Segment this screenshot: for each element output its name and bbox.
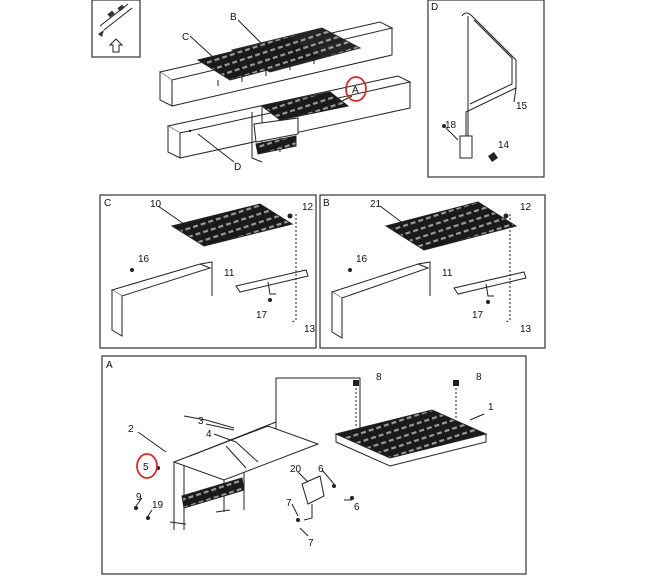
callout-4: 4 [206,429,212,440]
callout-a: A [352,85,359,96]
callout-14: 14 [498,140,510,151]
panel-d [427,0,545,178]
callout-17b: 17 [472,310,484,321]
panel-b-title: B [323,198,330,209]
callout-2: 2 [128,424,134,435]
callout-7b: 7 [308,538,314,549]
panel-a [101,355,527,575]
lower-platform-a [260,91,350,121]
callout-21: 21 [370,199,382,210]
callout-11b: 11 [442,268,453,279]
panel-c-title: C [104,198,111,209]
callout-6a: 6 [318,464,324,475]
orientation-icon [91,0,141,58]
callout-19: 19 [152,500,164,511]
callout-12b: 12 [520,202,532,213]
panel-b [319,194,546,349]
callout-10: 10 [150,199,162,210]
panel-d-title: D [431,2,438,13]
panel-c [99,194,317,349]
callout-6b: 6 [354,502,360,513]
callout-c: C [182,32,189,43]
callout-11: 11 [224,268,235,279]
callout-1: 1 [488,402,494,413]
callout-d: D [234,162,241,173]
callout-8a: 8 [376,372,382,383]
main-assembly [158,19,412,163]
callout-8b: 8 [476,372,482,383]
callout-13b: 13 [520,324,532,335]
callout-b: B [230,12,237,23]
panel-a-title: A [106,360,113,371]
callout-15: 15 [516,101,528,112]
highlight-circle-a [345,76,367,102]
callout-17: 17 [256,310,268,321]
callout-16b: 16 [356,254,368,265]
callout-7a: 7 [286,498,292,509]
callout-18: 18 [445,120,457,131]
top-grating-b [230,27,362,73]
callout-5: 5 [143,462,149,473]
callout-16: 16 [138,254,150,265]
callout-13: 13 [304,324,316,335]
callout-9: 9 [136,492,142,503]
callout-12: 12 [302,202,314,213]
callout-20: 20 [290,464,302,475]
highlight-circle-5 [136,453,158,479]
callout-3: 3 [198,416,204,427]
